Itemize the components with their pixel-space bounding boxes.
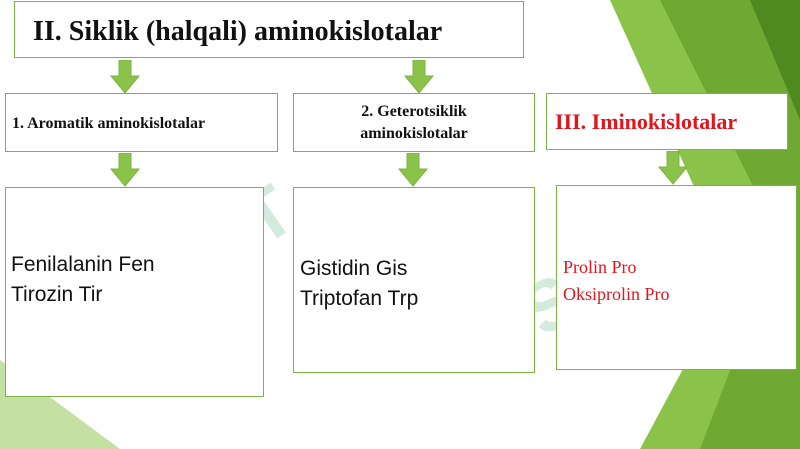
list-item: Triptofan Trp bbox=[300, 287, 419, 310]
header-box-aromatic: 1. Aromatik aminokislotalar bbox=[5, 93, 278, 152]
page-title: II. Siklik (halqali) aminokislotalar bbox=[33, 16, 443, 47]
header-line: III. Iminokislotalar bbox=[555, 109, 738, 134]
list-item: Fenilalanin Fen bbox=[11, 253, 155, 276]
list-item: Gistidin Gis bbox=[300, 257, 408, 280]
list-item: Prolin Pro bbox=[563, 257, 637, 277]
list-item: Tirozin Tir bbox=[11, 283, 103, 306]
header-aromatic: 1. Aromatik aminokislotalar bbox=[12, 113, 205, 135]
items-heterocyclic: Gistidin Gis Triptofan Trp bbox=[300, 254, 418, 314]
header-heterocyclic: 2. Geterotsiklik aminokislotalar bbox=[294, 101, 534, 145]
arrow-down-icon bbox=[398, 153, 428, 187]
items-imino: Prolin Pro Oksiprolin Pro bbox=[563, 254, 670, 308]
header-line: aminokislotalar bbox=[360, 125, 468, 142]
header-line: 2. Geterotsiklik bbox=[361, 103, 467, 120]
header-line: 1. Aromatik aminokislotalar bbox=[12, 115, 206, 132]
content-box-imino: Prolin Pro Oksiprolin Pro bbox=[556, 185, 797, 370]
header-box-imino: III. Iminokislotalar bbox=[546, 93, 788, 150]
arrow-down-icon bbox=[404, 60, 434, 94]
content-box-heterocyclic: Gistidin Gis Triptofan Trp bbox=[293, 187, 535, 373]
arrow-down-icon bbox=[110, 153, 140, 187]
arrow-down-icon bbox=[658, 151, 688, 185]
items-aromatic: Fenilalanin Fen Tirozin Tir bbox=[11, 250, 155, 310]
content-box-aromatic: Fenilalanin Fen Tirozin Tir bbox=[5, 187, 264, 397]
header-imino: III. Iminokislotalar bbox=[555, 111, 737, 133]
header-box-heterocyclic: 2. Geterotsiklik aminokislotalar bbox=[293, 93, 535, 152]
list-item: Oksiprolin Pro bbox=[563, 284, 670, 304]
title-box: II. Siklik (halqali) aminokislotalar bbox=[14, 1, 524, 58]
arrow-down-icon bbox=[110, 60, 140, 94]
